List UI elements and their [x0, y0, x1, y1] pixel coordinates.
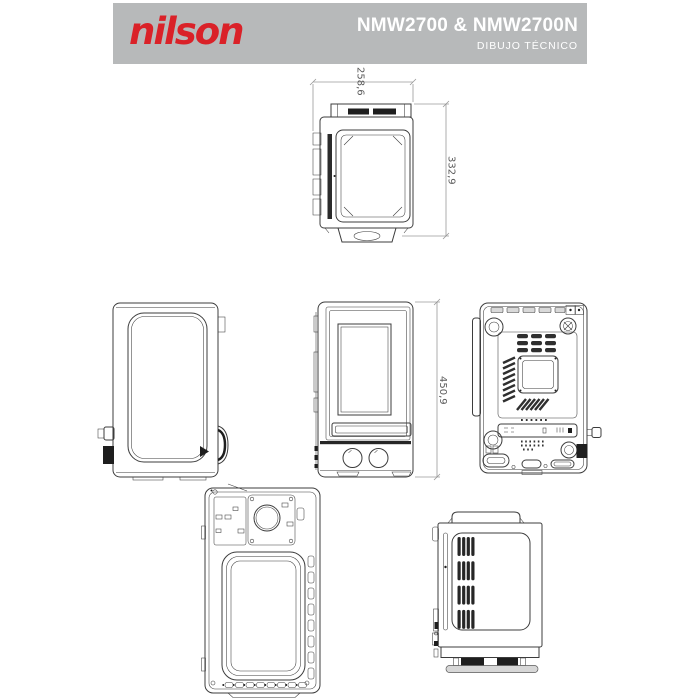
dimension-label-front-height: 450,9 — [437, 376, 448, 405]
header-band: nilson NMW2700 & NMW2700N DIBUJO TÉCNICO — [113, 3, 587, 64]
dimension-label-top-width: 258,6 — [355, 67, 366, 96]
header-titles: NMW2700 & NMW2700N DIBUJO TÉCNICO — [357, 15, 578, 52]
dimension-top-width-group: 258,6 — [309, 67, 417, 131]
base-plate — [445, 665, 539, 673]
view-bottom — [201, 483, 321, 698]
view-back — [472, 302, 602, 475]
knob-right — [368, 448, 389, 468]
view-front: 450,9 — [313, 298, 448, 481]
dimension-label-top-depth: 332,9 — [446, 156, 457, 185]
model-title: NMW2700 & NMW2700N — [356, 15, 578, 36]
view-top: 258,6 332,9 — [309, 67, 457, 243]
drawing-subtitle: DIBUJO TÉCNICO — [476, 40, 578, 52]
brand-logo: nilson — [129, 10, 244, 53]
dimension-front-height-group: 450,9 — [415, 298, 448, 481]
view-left-side — [97, 302, 229, 481]
view-right-side — [432, 511, 543, 673]
knob-left — [342, 448, 363, 468]
dimension-top-depth-group: 332,9 — [402, 100, 457, 240]
